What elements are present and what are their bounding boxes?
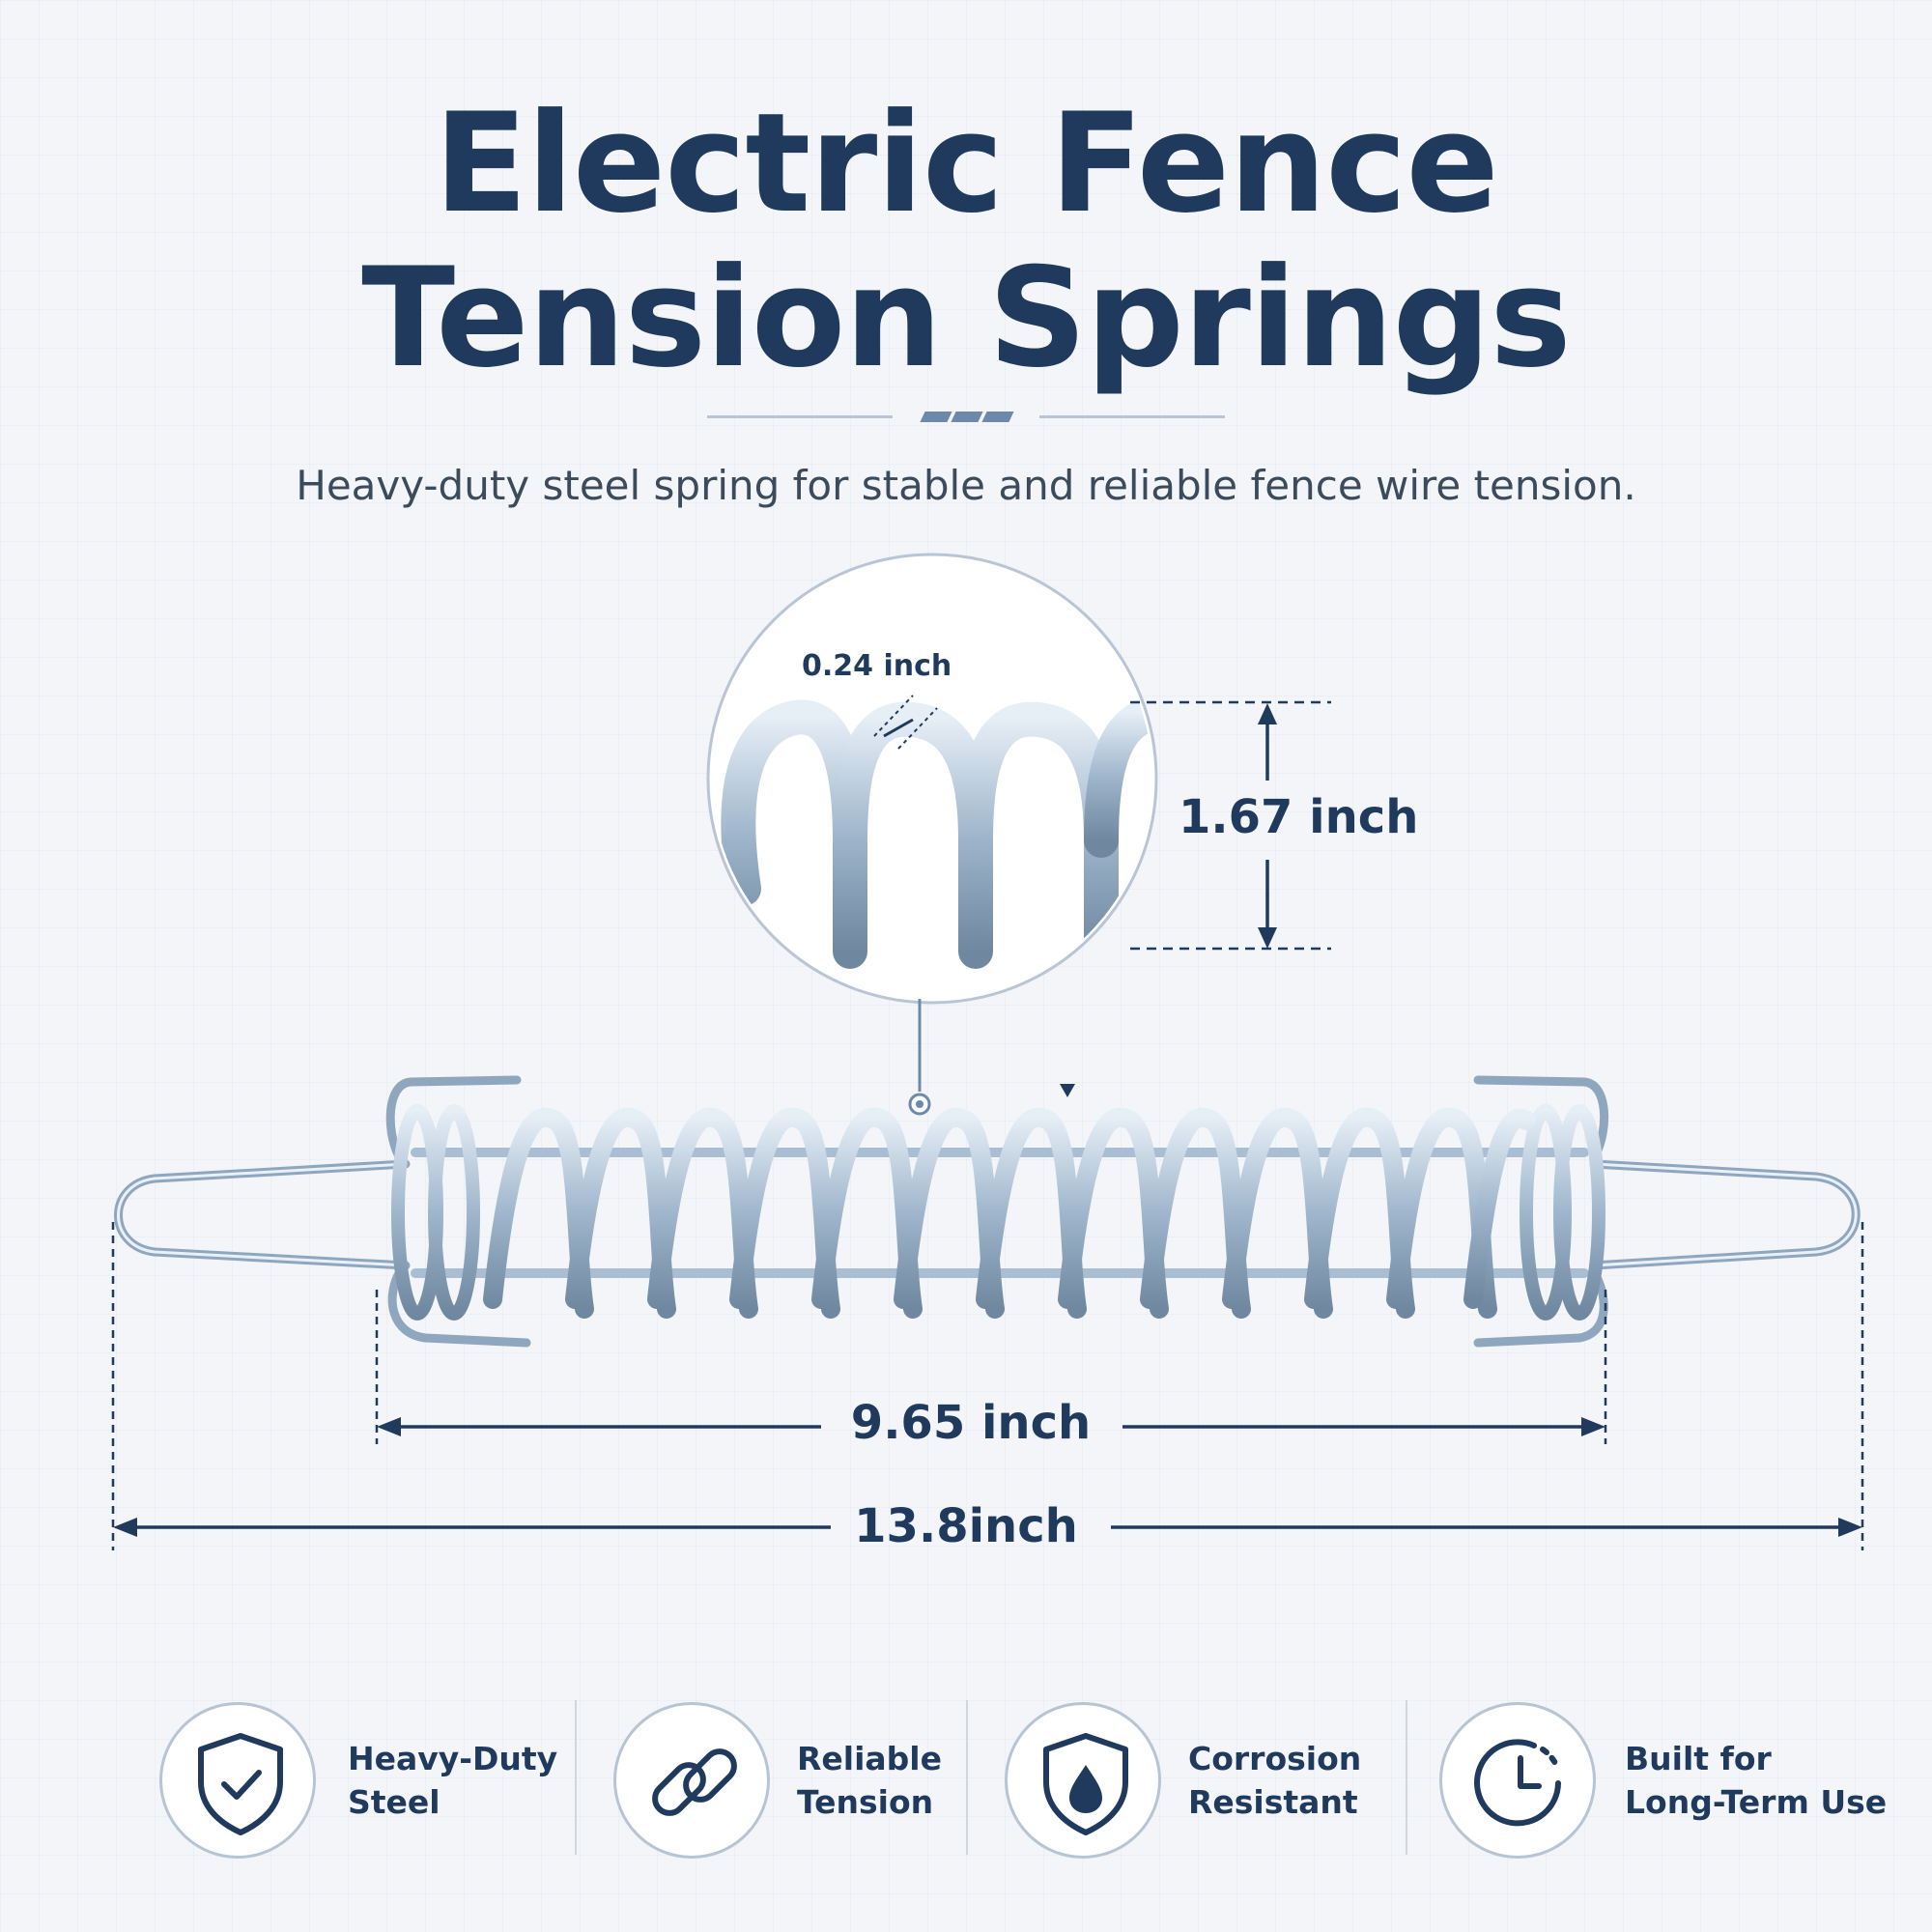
feature-separator <box>575 1700 577 1855</box>
feature-label-line-2: Steel <box>348 1783 440 1821</box>
feature-separator <box>966 1700 968 1855</box>
feature-label-line-2: Long-Term Use <box>1625 1783 1888 1821</box>
page-title-line-1: Electric Fence <box>434 84 1498 243</box>
feature-label: Corrosion Resistant <box>1188 1702 1361 1859</box>
marker-triangle <box>1060 1084 1075 1097</box>
title-divider-left <box>707 415 893 418</box>
coil-length-label: 9.65 inch <box>850 1396 1092 1450</box>
page-title-line-2: Tension Springs <box>361 239 1572 398</box>
feature-icon-circle <box>1439 1702 1596 1859</box>
feature-icon-circle <box>613 1702 770 1859</box>
page-subtitle: Heavy-duty steel spring for stable and r… <box>296 462 1636 509</box>
feature-label-line-1: Corrosion <box>1188 1740 1362 1777</box>
diameter-dimension <box>1130 700 1331 951</box>
shield-check-icon <box>198 1733 283 1835</box>
feature-label: Built for Long-Term Use <box>1625 1702 1887 1859</box>
feature-label-line-1: Heavy-Duty <box>348 1740 558 1777</box>
callout-dot-center <box>916 1100 923 1108</box>
total-length-dimension <box>111 1222 1864 1550</box>
feature-label-line-2: Resistant <box>1188 1783 1358 1821</box>
title-divider-right <box>1039 415 1225 418</box>
feature-label-line-2: Tension <box>797 1783 934 1821</box>
feature-label: Heavy-Duty Steel <box>348 1702 557 1859</box>
feature-label: Reliable Tension <box>797 1702 942 1859</box>
coil-length-dimension <box>375 1290 1607 1444</box>
coil-diameter-label: 1.67 inch <box>1179 790 1419 844</box>
zoom-detail-circle <box>706 553 1158 1005</box>
water-drop-shield-icon <box>1043 1733 1128 1835</box>
feature-icon-circle <box>1005 1702 1161 1859</box>
feature-label-line-1: Reliable <box>797 1740 942 1777</box>
total-length-label: 13.8inch <box>854 1499 1078 1553</box>
clock-icon <box>1474 1739 1561 1827</box>
zoom-coil-detail <box>721 695 1152 969</box>
chain-link-icon <box>652 1748 737 1816</box>
feature-label-line-1: Built for <box>1625 1740 1772 1777</box>
feature-icon-circle <box>159 1702 316 1859</box>
wire-thickness-label: 0.24 inch <box>802 649 952 683</box>
tension-spring <box>114 1075 1861 1348</box>
feature-separator <box>1406 1700 1407 1855</box>
